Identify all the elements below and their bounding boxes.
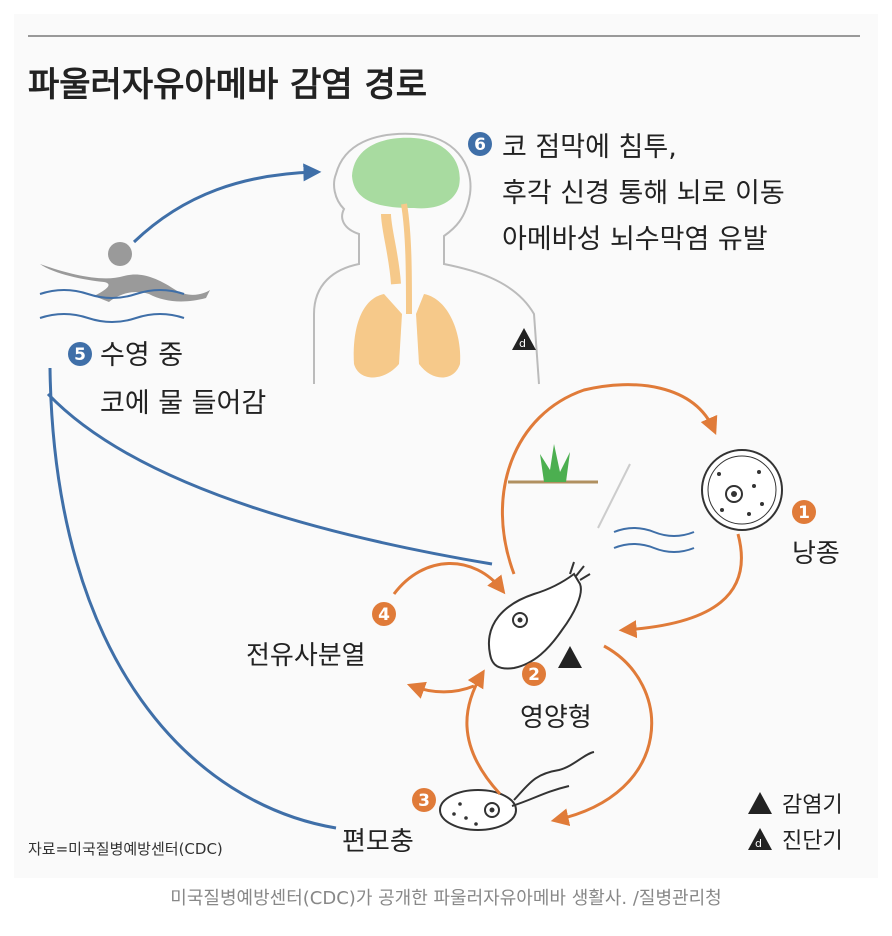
stage-6-annotation: 6 코 점막에 침투, 후각 신경 통해 뇌로 이동 아메바성 뇌수막염 유발	[468, 132, 785, 255]
stage-2-label: 2 영양형	[520, 662, 592, 733]
svg-text:d: d	[755, 837, 762, 850]
stage-5-annotation: 5 수영 중 코에 물 들어감	[68, 340, 266, 419]
svg-text:편모충: 편모충	[342, 827, 414, 857]
svg-text:4: 4	[378, 605, 390, 625]
svg-text:코에 물 들어감: 코에 물 들어감	[100, 388, 266, 419]
swimmer-illustration	[39, 242, 210, 323]
flagellate-to-swimmer-line	[48, 367, 337, 830]
flagellate-to-trophozoite-arrow	[465, 669, 502, 796]
soil-and-water-illustration	[508, 444, 695, 553]
stage-3-label: 3 편모충	[342, 788, 436, 857]
svg-text:아메바성 뇌수막염 유발: 아메바성 뇌수막염 유발	[502, 224, 768, 255]
trophozoite-to-flagellate-arrow	[550, 644, 654, 827]
division-to-trophozoite-arrow	[392, 562, 506, 595]
swimmer-to-brain-arrow	[132, 163, 322, 244]
flagellate-illustration	[439, 751, 595, 831]
infective-stage-marker	[558, 646, 582, 668]
cyst-to-trophozoite-arrow	[618, 533, 743, 639]
trophozoite-to-division-arrow	[406, 681, 475, 699]
trophozoite-to-cyst-arrow	[500, 383, 718, 575]
human-anatomy-illustration	[313, 132, 540, 385]
svg-text:3: 3	[418, 791, 430, 811]
infographic-panel: 파울러자유아메바 감염 경로 d 6 코 점막에 침투, 후각 신경 통해 뇌로…	[14, 14, 878, 878]
svg-text:d: d	[519, 337, 526, 350]
svg-text:6: 6	[474, 135, 486, 155]
legend: 감염기 d 진단기	[748, 792, 843, 854]
diagnostic-stage-marker: d	[512, 328, 536, 350]
svg-text:2: 2	[528, 665, 540, 685]
life-cycle-diagram: 파울러자유아메바 감염 경로 d 6 코 점막에 침투, 후각 신경 통해 뇌로…	[28, 35, 860, 858]
stage-4-label: 4 전유사분열	[246, 602, 396, 671]
diagram-title: 파울러자유아메바 감염 경로	[28, 65, 427, 105]
svg-text:수영 중: 수영 중	[100, 340, 183, 371]
image-caption: 미국질병예방센터(CDC)가 공개한 파울러자유아메바 생활사. /질병관리청	[170, 888, 722, 909]
legend-diagnostic-item: d 진단기	[748, 828, 843, 854]
svg-text:후각 신경 통해 뇌로 이동: 후각 신경 통해 뇌로 이동	[502, 178, 785, 209]
cyst-illustration	[701, 449, 783, 531]
legend-infective-item: 감염기	[748, 792, 843, 818]
trophozoite-to-swimmer-line	[46, 392, 493, 566]
svg-text:1: 1	[798, 503, 810, 523]
source-note: 자료=미국질병예방센터(CDC)	[28, 840, 223, 858]
svg-text:코 점막에 침투,: 코 점막에 침투,	[502, 132, 677, 163]
svg-text:낭종: 낭종	[792, 539, 840, 569]
svg-text:5: 5	[74, 345, 86, 365]
trophozoite-illustration	[487, 561, 591, 670]
svg-text:전유사분열: 전유사분열	[246, 641, 366, 671]
stage-1-label: 1 낭종	[792, 500, 840, 569]
svg-text:진단기: 진단기	[782, 829, 843, 854]
svg-text:감염기: 감염기	[782, 793, 843, 818]
svg-text:영양형: 영양형	[520, 703, 592, 733]
